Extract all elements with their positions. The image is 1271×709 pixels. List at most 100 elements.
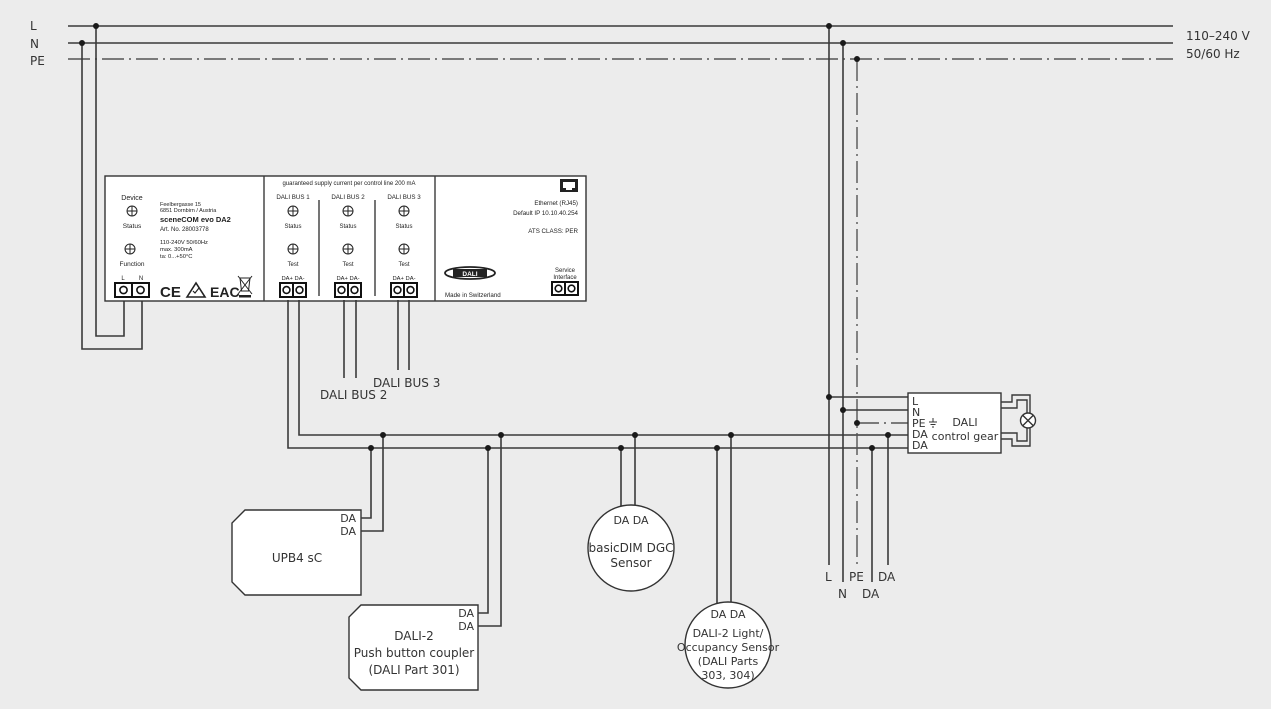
function-button-icon[interactable] — [124, 243, 136, 255]
bus-status-led-icon — [342, 205, 354, 217]
upb4-wire — [361, 448, 372, 519]
supply-voltage: 110–240 V — [1186, 29, 1251, 43]
junction-dot — [714, 445, 720, 451]
bus-stubs: DALI BUS 2 DALI BUS 3 — [320, 300, 440, 402]
made-in-label: Made in Switzerland — [445, 292, 501, 299]
address-line2: 6851 Dornbirn / Austria — [160, 208, 217, 214]
bus-status-label: Status — [284, 224, 301, 230]
label-pe: PE — [849, 570, 864, 584]
ethernet-label: Ethernet (RJ45) — [534, 200, 578, 207]
status-led-icon — [126, 205, 138, 217]
dali-logo-icon: DALI — [444, 266, 496, 280]
gear-terminal-n: N — [912, 406, 920, 419]
bus-name: DALI BUS 3 — [387, 194, 421, 201]
upb4-box — [231, 509, 362, 596]
bus-terminal-label: DA+ DA- — [281, 276, 304, 282]
bus-status-led-icon — [398, 205, 410, 217]
terminal-n-label: N — [139, 276, 143, 282]
basicdim-circle — [587, 504, 675, 592]
gear-title-2: control gear — [932, 430, 999, 443]
coupler-line3: (DALI Part 301) — [368, 663, 459, 677]
coupler-line1: DALI-2 — [394, 629, 433, 643]
light-sensor-circle — [684, 601, 772, 689]
art-number: Art. No. 28003778 — [160, 227, 209, 233]
bus-test-button-icon[interactable] — [398, 243, 410, 255]
control-gear-box — [907, 392, 1002, 454]
upb4-device: DA DA UPB4 sC — [231, 432, 386, 596]
upb4-wire — [361, 435, 384, 532]
bus-name: DALI BUS 2 — [331, 194, 365, 201]
bus-terminal-label: DA+ DA- — [392, 276, 415, 282]
bus-test-label: Test — [342, 262, 353, 268]
rail-label-l: L — [30, 19, 37, 33]
gear-terminal-da: DA — [912, 428, 928, 441]
rail-label-pe: PE — [30, 54, 45, 68]
gear-terminal-pe: PE — [912, 417, 926, 430]
device-label: Device — [121, 195, 143, 202]
junction-dot — [826, 23, 832, 29]
junction-dot — [618, 445, 624, 451]
junction-dot — [840, 407, 846, 413]
coupler-terminal-da: DA — [458, 607, 474, 620]
coupler-wire — [478, 448, 489, 614]
power-terminal-block — [114, 282, 150, 298]
supply-frequency: 50/60 Hz — [1186, 47, 1240, 61]
bus3-label: DALI BUS 3 — [373, 376, 440, 390]
label-l: L — [825, 570, 832, 584]
light-sensor-terminals: DA DA — [710, 608, 746, 621]
gear-terminal-da: DA — [912, 439, 928, 452]
basicdim-sensor-device: DA DA basicDIM DGC Sensor — [587, 432, 675, 592]
scenecom-device: Device Status Function L N Feelbergasse … — [104, 175, 587, 302]
upb4-name: UPB4 sC — [272, 551, 322, 565]
coupler-wire — [478, 435, 502, 627]
junction-dot — [728, 432, 734, 438]
bus-status-led-icon — [287, 205, 299, 217]
junction-dot — [380, 432, 386, 438]
light-sensor-line1: DALI-2 Light/ — [693, 627, 764, 640]
junction-dot — [826, 394, 832, 400]
dali-control-gear: L N PE DA DA DALI control gear — [907, 392, 1037, 454]
bus-terminal-label: DA+ DA- — [336, 276, 359, 282]
junction-dot — [632, 432, 638, 438]
coupler-terminal-da: DA — [458, 620, 474, 633]
coupler-box — [348, 604, 479, 691]
rcm-mark-icon — [185, 281, 207, 298]
bus-test-label: Test — [398, 262, 409, 268]
coupler-line2: Push button coupler — [354, 646, 475, 660]
bus-test-button-icon[interactable] — [287, 243, 299, 255]
bus1-da-plus-line — [298, 300, 908, 436]
label-da: DA — [878, 570, 896, 584]
light-sensor-line4: 303, 304) — [701, 669, 754, 682]
junction-dot — [840, 40, 846, 46]
bus-status-label: Status — [339, 224, 356, 230]
bus2-label: DALI BUS 2 — [320, 388, 387, 402]
service-label-2: Interface — [553, 275, 577, 281]
bus-test-button-icon[interactable] — [342, 243, 354, 255]
label-n: N — [838, 587, 847, 601]
eac-mark-icon: EAC — [210, 284, 240, 300]
wire-n-to-device — [81, 43, 143, 350]
power-rating: 110-240V 50/60Hz — [160, 240, 208, 246]
junction-dot — [485, 445, 491, 451]
address-line1: Feelbergasse 15 — [160, 202, 201, 208]
bus-terminal-block — [279, 282, 307, 298]
control-gear-supply-wires: L PE DA N DA — [825, 23, 908, 601]
lamp-icon — [1019, 412, 1037, 429]
device-right-panel: Ethernet (RJ45) Default IP 10.10.40.254 … — [444, 179, 579, 299]
weee-bin-icon — [237, 275, 253, 298]
current-rating: max. 300mA — [160, 247, 193, 253]
ce-mark-icon: CE — [160, 284, 181, 301]
junction-dot — [93, 23, 99, 29]
junction-dot — [854, 420, 860, 426]
basicdim-line1: basicDIM DGC — [588, 541, 673, 555]
service-interface-port[interactable] — [551, 281, 579, 296]
label-da: DA — [862, 587, 880, 601]
rail-label-n: N — [30, 37, 39, 51]
ethernet-port-icon[interactable] — [560, 179, 578, 192]
bus-status-label: Status — [395, 224, 412, 230]
junction-dot — [368, 445, 374, 451]
wire-l-to-device — [95, 26, 125, 337]
basicdim-line2: Sensor — [610, 556, 651, 570]
